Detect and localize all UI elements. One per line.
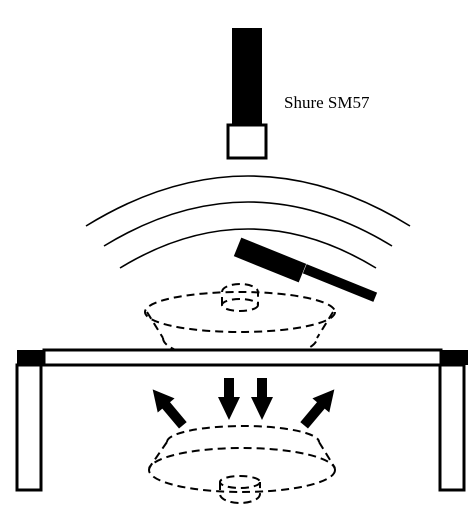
sound-wave-outer xyxy=(85,175,411,227)
airflow-arrows xyxy=(152,378,335,429)
microphone xyxy=(226,28,268,160)
angled-probe xyxy=(233,237,378,302)
dust-cap-top xyxy=(221,283,259,305)
down-arrow-left xyxy=(218,378,240,420)
cone-top-left-side xyxy=(146,311,164,339)
sound-wave-middle xyxy=(103,201,393,247)
probe-handle xyxy=(302,264,378,302)
table-leg-left xyxy=(15,363,43,492)
cone-bottom-top xyxy=(166,425,320,443)
table-leg-right xyxy=(438,363,466,492)
table-right-block xyxy=(440,350,468,365)
diagonal-arrow-left xyxy=(152,389,187,429)
sound-wave-inner xyxy=(119,228,377,269)
table-top xyxy=(42,348,443,367)
cone-bottom-right-side xyxy=(318,441,336,469)
cone-bottom-left-side xyxy=(148,441,168,469)
cone-bottom-rim xyxy=(148,447,336,493)
dust-cap-top-base xyxy=(221,298,259,312)
down-arrow-right xyxy=(251,378,273,420)
dust-cap-bottom-top xyxy=(219,475,261,489)
cone-top-right-side xyxy=(316,311,334,339)
sound-waves xyxy=(85,175,411,269)
table-left-block xyxy=(17,350,45,365)
microphone-body xyxy=(232,28,262,125)
microphone-label: Shure SM57 xyxy=(284,93,370,112)
dust-cap-bottom xyxy=(219,482,261,504)
microphone-grille xyxy=(226,123,268,160)
baffle-table xyxy=(15,348,468,492)
speaker-cone-bottom xyxy=(148,425,336,504)
diagonal-arrow-right xyxy=(300,389,335,429)
cone-top-rim xyxy=(144,291,336,333)
probe-head xyxy=(233,237,307,283)
